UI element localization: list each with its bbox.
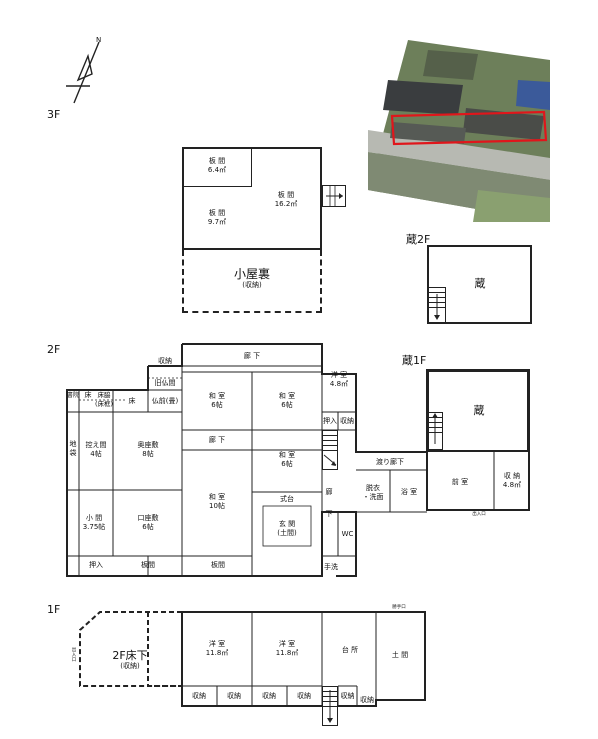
stairs-1f [322,686,338,726]
room-2f-shuno-top: 収納 [158,357,172,365]
highlight-outline [390,110,548,146]
room-2f-oshiire-r: 押入 [323,417,337,425]
floor-label-3f: 3F [47,108,61,121]
stairs-kura2f [428,287,446,323]
room-2f-genkan: 玄 関(土間) [277,520,297,537]
floor-label-1f: 1F [47,603,61,616]
kura2f-outline [427,245,532,324]
north-label: N [96,36,102,44]
room-2f-wc: WC [341,530,354,538]
room-2f-shoin: 書院 [67,392,80,399]
room-2f-roka-mid: 廊 下 [208,436,226,444]
room-1f-shuno-4: 収納 [297,692,311,700]
kura1f-deiri: 出入口 [472,512,486,517]
room-2f-watari: 渡り廊下 [376,458,404,466]
room-2f-toko2: 床 [128,397,136,405]
room-3f-koyaura [182,250,322,313]
room-1f-shuno-1: 収納 [192,692,206,700]
room-2f-datsui: 脱衣・洗面 [362,484,384,501]
floor-label-kura2f: 蔵2F [406,233,431,246]
satellite-map [368,40,550,222]
room-1f-shuno-2: 収納 [227,692,241,700]
stairs-2f [322,430,338,470]
room-1f-shuno-3: 収納 [262,692,276,700]
kura1f-name: 蔵 [473,404,485,417]
room-3f-koyaura-label: 小屋裏(収納) [233,267,270,289]
room-2f-itama-b1: 板間 [141,561,155,569]
room-2f-shuno-r: 収納 [340,417,354,425]
room-2f-yokushitsu: 浴 室 [400,488,418,496]
room-2f-tearai: 手洗 [324,563,338,571]
room-1f-daidokoro: 台 所 [341,646,359,654]
room-2f-roka-v2: 下 [325,510,333,518]
room-1f-shuno-5: 収納 [340,692,355,700]
room-1f-doma: 土 間 [391,651,409,659]
room-2f-roka-v1: 廊 [325,488,333,496]
kura2f-name: 蔵 [474,277,486,290]
stairs-kura1f [428,412,443,450]
room-1f-shuno-6: 収納 [360,696,374,704]
room-2f-toko1: 床 [84,391,92,399]
room-2f-roka-top: 廊 下 [243,352,261,360]
room-2f-tokowaki: 床脇(床框) [94,391,114,408]
floor-label-kura1f: 蔵1F [402,354,427,367]
floor-label-2f: 2F [47,343,61,356]
room-2f-butsuzen: 仏前(畳) [151,397,179,405]
room-2f-jibukuro: 地袋 [69,440,77,457]
room-1f-deiri-top: 勝手口 [392,605,406,610]
room-2f-oshiire-b: 押入 [89,561,103,569]
room-2f-itama-b2: 板間 [211,561,225,569]
room-1f-deiri-left: 出入口 [71,648,77,663]
room-2f-shikidai: 式台 [280,495,294,503]
room-3f-itama-a [182,147,252,187]
room-2f-kyubutsuma: 旧仏間 [154,379,176,387]
room-1f-under: 2F床下(収納) [112,649,148,671]
kura1f-outline [427,370,529,452]
floor3-outline [182,147,322,250]
room-kura1f-zenshitsu: 前 室 [451,478,469,486]
stairs-3f [322,185,346,207]
